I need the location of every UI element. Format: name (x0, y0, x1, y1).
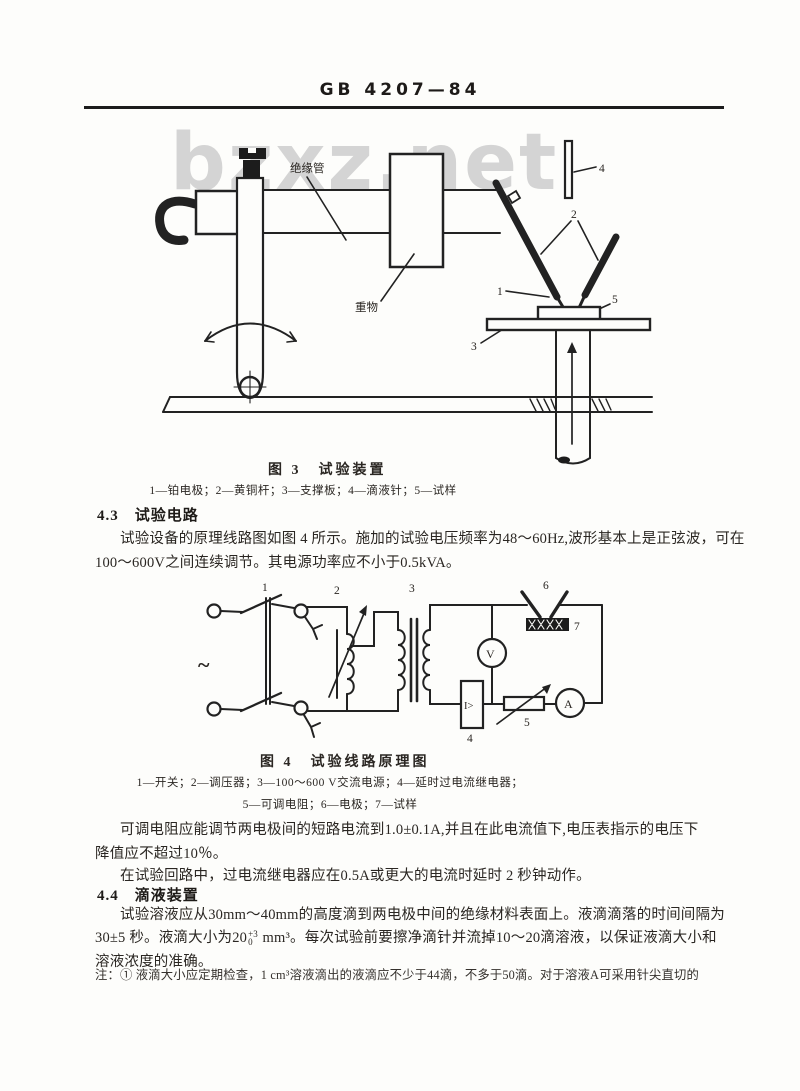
fig3-num-4: 4 (599, 163, 605, 175)
footnote: 注：① 液滴大小应定期检查，1 cm³溶液滴出的液滴应不少于44滴，不多于50滴… (95, 968, 700, 982)
pivot-post (235, 176, 265, 400)
needle-leader-line (573, 166, 597, 173)
tube-leader-line (306, 176, 347, 241)
fig4-num-2: 2 (334, 585, 340, 597)
figure4-circuit-drawing: ~ 1 2 3 4 5 6 7 V A I> (198, 580, 603, 745)
fig4-num-3: 3 (409, 583, 415, 595)
dropper-needle (563, 139, 574, 200)
figure3-apparatus-drawing: 绝缘管 重物 1 2 3 4 5 (155, 139, 653, 465)
clamp-screw (239, 148, 266, 178)
header-rule (84, 106, 724, 109)
relay-symbol: I> (464, 701, 473, 712)
tolerance-sub: 0 (248, 937, 253, 947)
figure4-legend-line1: 1—开关；2—调压器；3—100～600 V交流电源；4—延时过电流继电器； (136, 777, 524, 789)
para-resistor-line2: 降值应不超过10％。 (95, 846, 228, 862)
voltmeter-letter: V (486, 647, 495, 661)
hatch-left (529, 398, 556, 412)
section-4-3-heading: 4.3 试验电路 (97, 508, 199, 524)
para-resistor-line1: 可调电阻应能调节两电极间的短路电流到1.0±0.1A,并且在此电流值下,电压表指… (120, 822, 699, 838)
resistor-arrow (542, 684, 551, 694)
ammeter (554, 604, 603, 719)
fig4-num-6: 6 (543, 580, 549, 592)
rod-clamp-step (506, 189, 522, 205)
fig3-num-2: 2 (571, 209, 577, 221)
tolerance-sup: +3 (248, 929, 258, 939)
swing-arc-arrow (204, 322, 297, 343)
label1-leader (505, 290, 550, 298)
fig4-num-5: 5 (524, 717, 530, 729)
para-4-3-line2: 100～600V之间连续调节。其电源功率应不小于0.5kVA。 (95, 555, 461, 571)
variac-arrow (359, 605, 367, 616)
figure3-caption: 图 3 试验装置 (268, 463, 387, 478)
para-drip-line3: 溶液浓度的准确。 (95, 954, 213, 970)
para-4-3-line1: 试验设备的原理线路图如图 4 所示。施加的试验电压频率为48～60Hz,波形基本… (120, 531, 745, 547)
left-brass-rod (492, 179, 568, 314)
transformer (346, 604, 528, 712)
base-plate (162, 396, 653, 413)
section-4-4-heading: 4.4 滴液装置 (97, 888, 199, 904)
adjustable-resistor (496, 684, 557, 725)
specimen-hatched (526, 618, 569, 631)
fig4-num-7: 7 (574, 621, 580, 633)
ammeter-letter: A (564, 697, 573, 711)
terminal-bottom (206, 701, 222, 717)
fig3-num-5: 5 (612, 294, 618, 306)
drip-line2-pre: 30±5 秒。液滴大小为20 (95, 930, 248, 946)
support-plate (485, 317, 652, 332)
hook-handle (155, 196, 200, 245)
ac-source-symbol: ~ (198, 652, 210, 677)
drip-line2-post: mm³。每次试验前要擦净滴针并流掉10～20滴溶液，以保证液滴大小和 (258, 930, 717, 946)
hatch-right (591, 398, 612, 412)
variac (306, 605, 367, 712)
figure4-caption: 图 4 试验线路原理图 (260, 755, 430, 770)
right-brass-rod (576, 233, 620, 312)
left-clamp-block (194, 189, 240, 236)
electrodes-and-specimen (520, 590, 603, 631)
para-drip-line1: 试验溶液应从30mm～40mm的高度滴到两电极中间的绝缘材料表面上。液滴滴落的时… (120, 907, 725, 923)
switch (220, 593, 283, 713)
fig4-num-1: 1 (262, 582, 268, 594)
label2-leaders (540, 220, 599, 261)
terminal-top (206, 603, 222, 619)
weight-leader-line (380, 253, 415, 302)
weight-label: 重物 (355, 300, 378, 314)
weight-block (388, 152, 445, 269)
insulating-tube-label: 绝缘管 (290, 161, 325, 175)
up-arrow (567, 342, 577, 353)
fig3-num-1: 1 (497, 286, 503, 298)
figure4-legend-line2: 5—可调电阻；6—电极；7—试样 (242, 799, 418, 811)
para-relay: 在试验回路中，过电流继电器应在0.5A或更大的电流时延时 2 秒钟动作。 (120, 868, 591, 884)
plug-connector-top (271, 603, 323, 640)
plug-connector-bottom (271, 700, 321, 738)
figure3-legend: 1—铂电极；2—黄铜杆；3—支撑板；4—滴液针；5—试样 (149, 485, 457, 497)
fig4-num-4: 4 (467, 733, 473, 745)
fig3-num-3: 3 (471, 341, 477, 353)
voltmeter (476, 604, 508, 705)
standard-number-header: GB 4207—84 (319, 80, 481, 100)
